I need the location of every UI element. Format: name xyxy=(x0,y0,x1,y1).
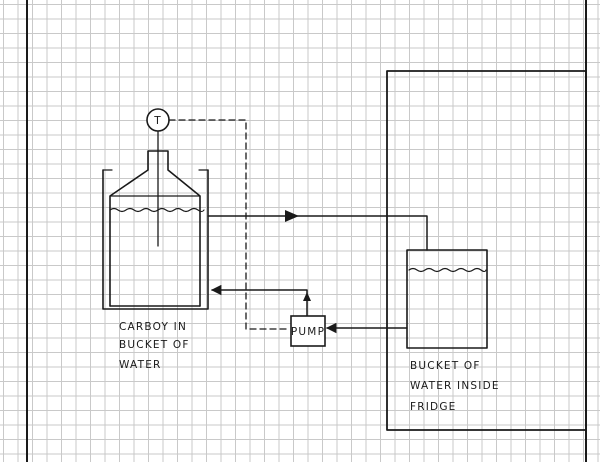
carboy-label: CARBOY IN BUCKET OF WATER xyxy=(119,321,190,371)
fridge-water-bucket xyxy=(406,249,488,349)
control-signal-line xyxy=(168,119,291,330)
carboy-water-surface xyxy=(109,207,205,213)
pump-label: PUMP xyxy=(291,326,325,338)
outer-water-bucket xyxy=(102,169,209,310)
svg-text:CARBOY IN: CARBOY IN xyxy=(119,321,187,333)
flow-arrow-up-icon xyxy=(303,292,311,301)
svg-text:WATER: WATER xyxy=(119,359,162,371)
fridge-outline xyxy=(386,70,587,431)
svg-text:WATER INSIDE: WATER INSIDE xyxy=(410,380,500,392)
svg-text:BUCKET OF: BUCKET OF xyxy=(410,360,481,372)
return-line-to-carboy xyxy=(210,284,308,317)
svg-text:BUCKET OF: BUCKET OF xyxy=(119,339,190,351)
carboy xyxy=(109,150,201,307)
fridge-bucket-label: BUCKET OF WATER INSIDE FRIDGE xyxy=(410,360,500,413)
flow-arrow-right-icon xyxy=(285,210,299,222)
supply-line-to-fridge xyxy=(207,215,428,251)
thermometer-label: T xyxy=(153,115,162,127)
svg-text:FRIDGE: FRIDGE xyxy=(410,401,457,413)
pump-box xyxy=(290,315,326,347)
